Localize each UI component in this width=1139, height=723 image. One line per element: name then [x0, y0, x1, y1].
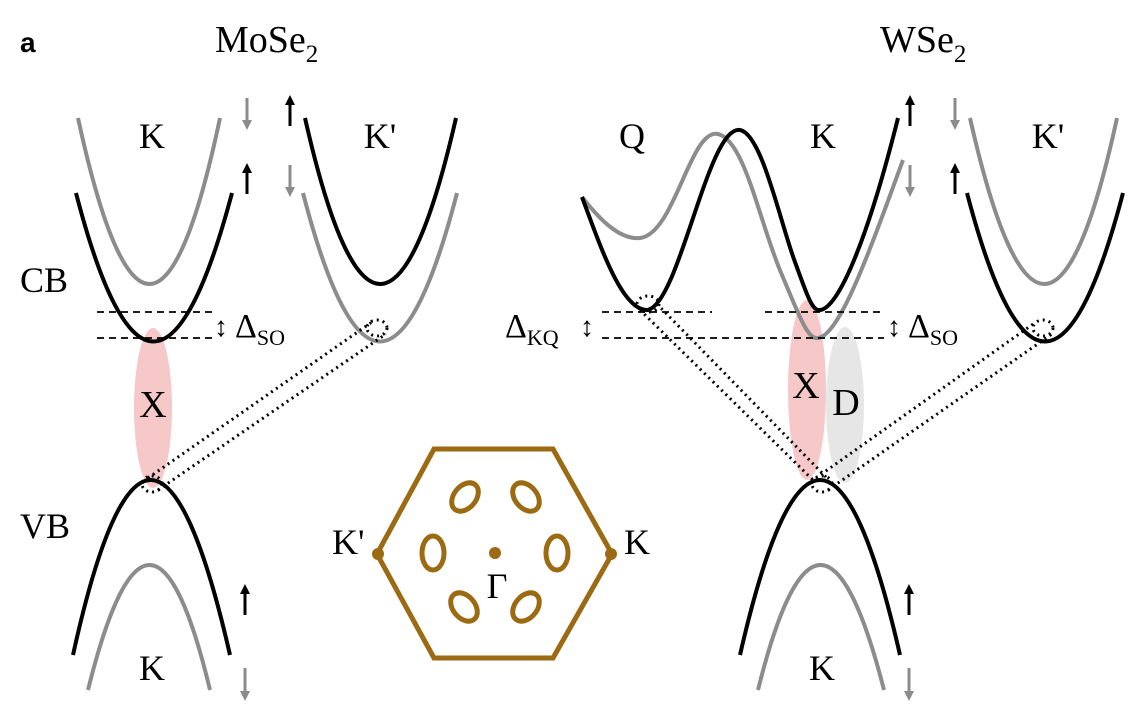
kp-valley-dotted-marker: [1031, 318, 1055, 338]
bright-exciton-ellipse: [788, 300, 826, 480]
material-base: WSe: [880, 19, 954, 61]
valley-label-kp: K': [1032, 116, 1064, 156]
bz-gamma-label: Γ: [487, 566, 508, 606]
delta-subscript: KQ: [527, 325, 559, 350]
valley-label-k-bottom: K: [809, 648, 835, 688]
vb-label: VB: [20, 506, 70, 546]
valley-label-k: K: [810, 116, 836, 156]
kp-valley-dotted-marker: [365, 318, 389, 338]
valley-pocket: [448, 590, 480, 624]
delta-subscript: SO: [257, 325, 285, 350]
kp-cb-band-black: [965, 192, 1125, 344]
kp-cb-band-gray: [968, 117, 1119, 286]
delta-subscript: SO: [930, 325, 958, 350]
k-valley-dotted-marker: [140, 474, 164, 494]
kp-cb-band-gray: [301, 192, 459, 344]
kp-cb-band-black: [303, 117, 458, 286]
kq-splitting-label: ΔKQ: [505, 308, 559, 350]
q-k-cb-band-gray: [580, 131, 905, 341]
bright-exciton-label: X: [139, 384, 166, 426]
delta-symbol: Δ: [235, 308, 257, 345]
delta-symbol: Δ: [505, 308, 527, 345]
valley-pocket: [543, 533, 571, 573]
dark-exciton-ellipse: [826, 327, 864, 483]
material-title-wse2: WSe2: [880, 19, 966, 68]
k-cb-band-gray: [76, 117, 222, 286]
bright-exciton-ellipse: [134, 328, 172, 488]
delta-symbol: Δ: [908, 308, 930, 345]
cb-label: CB: [20, 260, 68, 300]
valley-pocket: [449, 480, 481, 514]
dark-exciton-label: D: [832, 382, 859, 424]
valley-label-kp: K': [364, 116, 396, 156]
valley-label-q: Q: [619, 116, 645, 156]
k-vb-band-black: [738, 478, 902, 656]
material-base: MoSe: [215, 19, 306, 61]
spin-orbit-splitting-label: ΔSO: [908, 308, 958, 350]
k-valley-dotted-marker: [810, 474, 834, 494]
k-point-dot: [605, 548, 617, 560]
split-arrow-icon: ↕: [580, 312, 594, 343]
valley-label-k-bottom: K: [139, 648, 165, 688]
material-title-mose2: MoSe2: [215, 19, 318, 68]
k-cb-band-black: [74, 192, 234, 344]
bz-k-label: K: [624, 522, 650, 562]
material-subscript: 2: [306, 41, 319, 68]
valley-pocket: [419, 533, 447, 573]
spin-orbit-splitting-label: ΔSO: [235, 308, 285, 350]
valley-pocket: [510, 590, 542, 624]
bz-kp-label: K': [332, 522, 364, 562]
q-transition-dotted-line-1: [638, 308, 817, 484]
brillouin-zone: [372, 446, 617, 661]
k-vb-band-gray: [756, 563, 886, 691]
material-subscript: 2: [954, 41, 967, 68]
gamma-point-dot: [489, 547, 501, 559]
panel-label: a: [20, 27, 36, 58]
valley-label-k: K: [139, 116, 165, 156]
bright-exciton-label: X: [792, 365, 819, 407]
split-arrow-icon: ↕: [887, 312, 901, 343]
k-vb-band-gray: [86, 563, 212, 691]
q-transition-dotted-line-2: [655, 302, 828, 479]
k-vb-band-black: [71, 478, 232, 656]
split-arrow-icon: ↕: [214, 312, 228, 343]
kp-point-dot: [372, 548, 384, 560]
intervalley-dotted-line-2: [157, 332, 387, 492]
valley-pocket: [510, 480, 542, 514]
